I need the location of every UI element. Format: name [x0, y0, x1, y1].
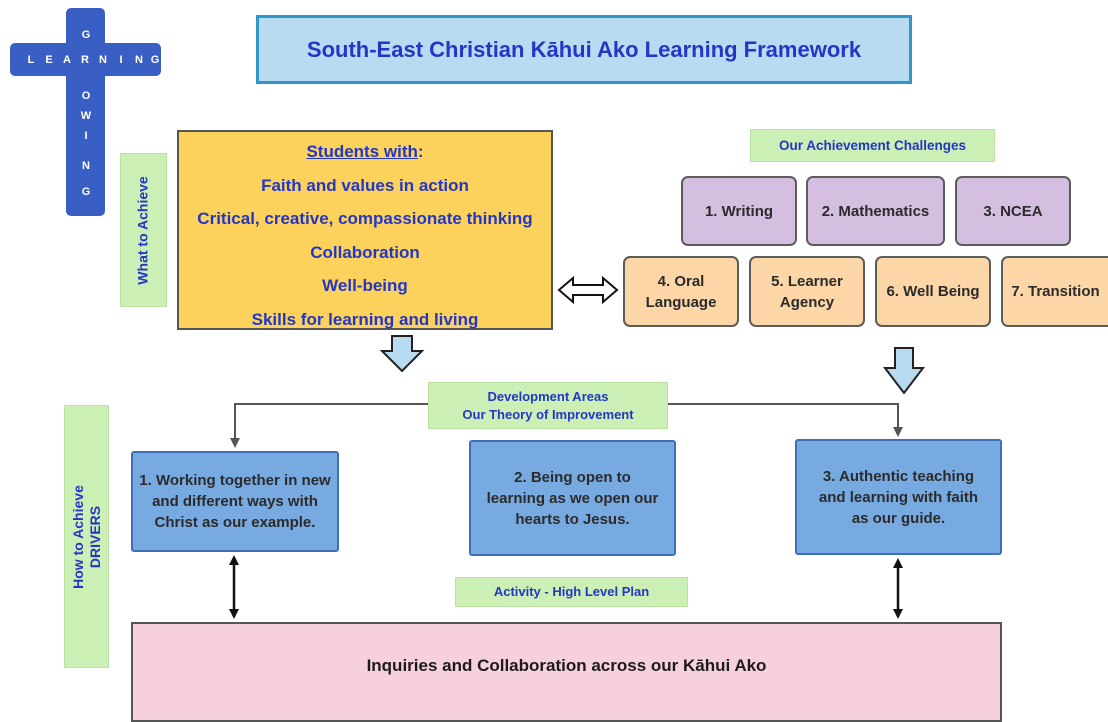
how-to-achieve-tag: How to Achieve DRIVERS	[64, 405, 109, 668]
driver-box: 1. Working together in new and different…	[131, 451, 339, 552]
challenge-box: 1. Writing	[681, 176, 797, 246]
development-areas-tag: Development Areas Our Theory of Improvem…	[428, 382, 668, 429]
challenge-box: 6. Well Being	[875, 256, 991, 327]
students-outcome-item: Critical, creative, compassionate thinki…	[197, 209, 533, 228]
how-to-achieve-label: How to Achieve	[69, 484, 86, 589]
challenge-box: 5. Learner Agency	[749, 256, 865, 327]
challenge-box: 7. Transition	[1001, 256, 1108, 327]
what-to-achieve-tag: What to Achieve	[120, 153, 167, 307]
logo-letter: G	[150, 54, 160, 66]
challenge-box: 4. Oral Language	[623, 256, 739, 327]
logo-letter: A	[63, 54, 71, 66]
what-to-achieve-label: What to Achieve	[135, 175, 152, 285]
students-heading: Students with:	[179, 137, 551, 171]
students-outcomes-box: Students with: Faith and values in actio…	[177, 130, 553, 330]
students-outcome-item: Faith and values in action	[261, 175, 469, 195]
development-areas-line: Our Theory of Improvement	[462, 407, 634, 422]
logo-letter: N	[82, 160, 90, 172]
students-outcome-item: Collaboration	[310, 242, 420, 262]
logo-letter: G	[81, 186, 91, 198]
logo-cross-vertical	[66, 8, 105, 216]
students-outcome-item: Skills for learning and living	[251, 309, 479, 329]
development-areas-line: Development Areas	[487, 389, 609, 404]
branch-line	[668, 403, 903, 437]
logo-letter: R	[81, 54, 89, 66]
double-arrow-icon	[557, 275, 619, 305]
students-outcome-item: Well-being	[322, 276, 408, 295]
down-arrow-icon	[882, 347, 926, 395]
logo-letter: W	[80, 110, 92, 122]
logo-letter: I	[84, 130, 88, 142]
drivers-label: DRIVERS	[86, 505, 103, 568]
inquiries-box: Inquiries and Collaboration across our K…	[131, 622, 1002, 722]
how-to-achieve-label-group: How to Achieve DRIVERS	[70, 485, 104, 589]
driver-box: 2. Being open to learning as we open our…	[469, 440, 676, 556]
logo-letter: O	[81, 90, 91, 102]
students-heading-colon: :	[417, 142, 424, 161]
students-heading-text: Students with	[306, 142, 418, 161]
logo-growing-word: G O W I N G	[66, 8, 105, 216]
logo-letter: G	[81, 29, 91, 41]
logo-letter: N	[99, 54, 107, 66]
down-arrow-icon	[379, 335, 425, 373]
page-title: South-East Christian Kāhui Ako Learning …	[256, 15, 912, 84]
logo-letter: E	[45, 54, 53, 66]
logo-learning-word: L E A R N I N G	[10, 43, 161, 76]
driver-box: 3. Authentic teaching and learning with …	[795, 439, 1002, 555]
challenge-box: 2. Mathematics	[806, 176, 945, 246]
activity-plan-tag: Activity - High Level Plan	[455, 577, 688, 607]
logo-letter: L	[27, 54, 35, 66]
branch-line	[230, 403, 428, 448]
challenge-box: 3. NCEA	[955, 176, 1071, 246]
achievement-challenges-tag: Our Achievement Challenges	[750, 129, 995, 162]
logo-letter: N	[135, 54, 143, 66]
logo-cross-horizontal	[10, 43, 161, 76]
logo-letter: I	[119, 54, 123, 66]
